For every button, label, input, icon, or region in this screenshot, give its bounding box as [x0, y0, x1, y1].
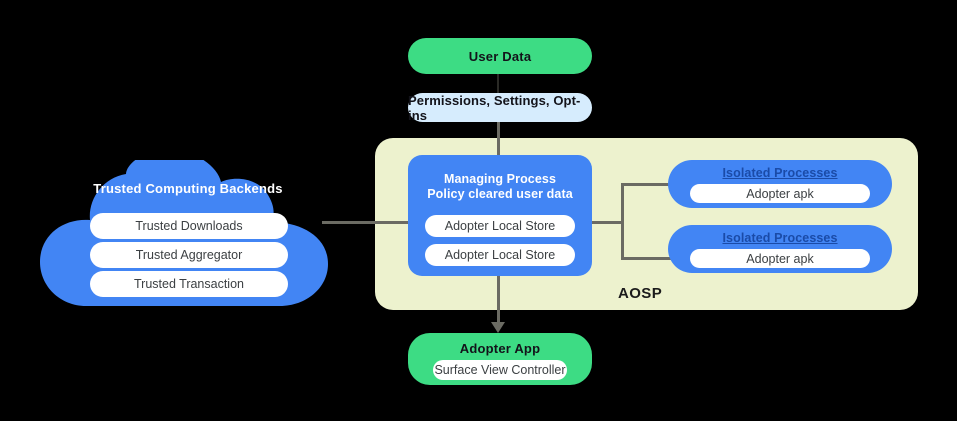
adopter-local-store-1-label: Adopter Local Store [444, 219, 556, 233]
connector-managing-branch-trunk [590, 221, 623, 224]
adopter-apk-1[interactable]: Adopter apk [690, 184, 870, 203]
adopter-app-box[interactable]: Adopter App Surface View Controller [408, 333, 592, 385]
isolated-process-box-1[interactable]: Isolated Processes Adopter apk [668, 160, 892, 208]
isolated-process-2-title[interactable]: Isolated Processes [722, 231, 838, 245]
adopter-local-store-2-label: Adopter Local Store [444, 248, 556, 262]
adopter-local-store-2[interactable]: Adopter Local Store [425, 244, 575, 266]
connector-cloud-managing [322, 221, 412, 224]
trusted-downloads-pill[interactable]: Trusted Downloads [90, 213, 288, 239]
trusted-transaction-pill[interactable]: Trusted Transaction [90, 271, 288, 297]
managing-process-title-line1: Managing Process [443, 172, 557, 186]
trusted-transaction-label: Trusted Transaction [133, 277, 244, 291]
surface-view-controller-pill[interactable]: Surface View Controller [433, 360, 567, 380]
adopter-apk-2-label: Adopter apk [746, 251, 814, 266]
managing-process-title-line2: Policy cleared user data [427, 187, 573, 201]
user-data-box[interactable]: User Data [408, 38, 592, 74]
connector-userdata-permissions [497, 72, 499, 94]
adopter-apk-2[interactable]: Adopter apk [690, 249, 870, 268]
permissions-label: Permissions, Settings, Opt-ins [408, 92, 581, 123]
connector-branch-isolated-2 [621, 257, 673, 260]
isolated-process-box-2[interactable]: Isolated Processes Adopter apk [668, 225, 892, 273]
managing-process-title: Managing Process Policy cleared user dat… [427, 172, 573, 202]
user-data-label: User Data [468, 48, 532, 64]
adopter-apk-1-label: Adopter apk [746, 186, 814, 201]
trusted-computing-backends-title: Trusted Computing Backends [93, 181, 283, 196]
trusted-downloads-label: Trusted Downloads [135, 219, 243, 233]
adopter-local-store-1[interactable]: Adopter Local Store [425, 215, 575, 237]
aosp-panel-label: AOSP [618, 285, 663, 302]
trusted-aggregator-label: Trusted Aggregator [135, 248, 243, 262]
connector-permissions-managing [497, 121, 500, 156]
connector-branch-isolated-1 [621, 183, 673, 186]
arrowhead-adopterapp-icon [491, 322, 505, 333]
connector-managing-adopterapp [497, 276, 500, 325]
trusted-aggregator-pill[interactable]: Trusted Aggregator [90, 242, 288, 268]
permissions-settings-optins-pill[interactable]: Permissions, Settings, Opt-ins [408, 92, 592, 123]
managing-process-box[interactable]: Managing Process Policy cleared user dat… [408, 155, 592, 276]
connector-branch-vertical [621, 183, 624, 260]
isolated-process-1-title[interactable]: Isolated Processes [722, 166, 838, 180]
surface-view-controller-label: Surface View Controller [434, 363, 566, 377]
adopter-app-title: Adopter App [459, 341, 541, 356]
